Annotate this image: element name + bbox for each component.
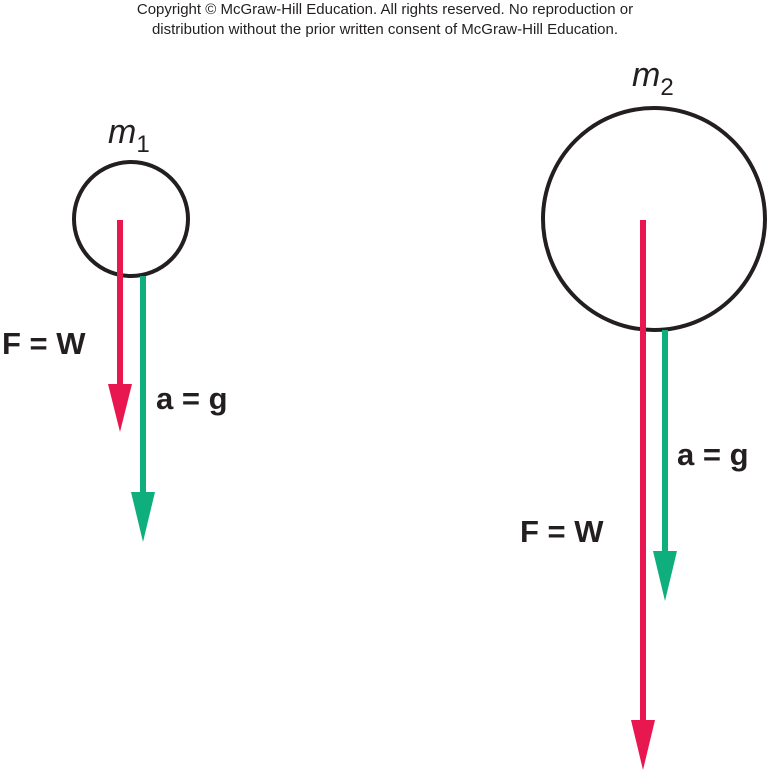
force-label-m1: F = W	[2, 326, 86, 361]
accel-label-m2: a = g	[677, 437, 749, 472]
mass-circle-m2	[541, 106, 767, 332]
mass-label-m1: m1	[108, 113, 150, 158]
object-m1: m1 F = W a = g	[2, 113, 228, 542]
acceleration-arrow-m2	[653, 330, 677, 601]
accel-label-m1: a = g	[156, 381, 228, 416]
copyright-line-2: distribution without the prior written c…	[151, 21, 619, 38]
force-label-m2: F = W	[520, 514, 604, 549]
acceleration-arrow-m1	[131, 276, 155, 542]
object-m2: m2 F = W a = g	[520, 56, 767, 770]
mass-circle-m1	[72, 160, 190, 278]
weight-force-arrow-m2	[631, 220, 655, 770]
mass-label-m2: m2	[632, 56, 674, 101]
weight-force-arrow-m1	[108, 220, 132, 432]
copyright-line-1: Copyright © McGraw-Hill Education. All r…	[136, 1, 634, 18]
copyright-notice: Copyright © McGraw-Hill Education. All r…	[0, 0, 770, 40]
